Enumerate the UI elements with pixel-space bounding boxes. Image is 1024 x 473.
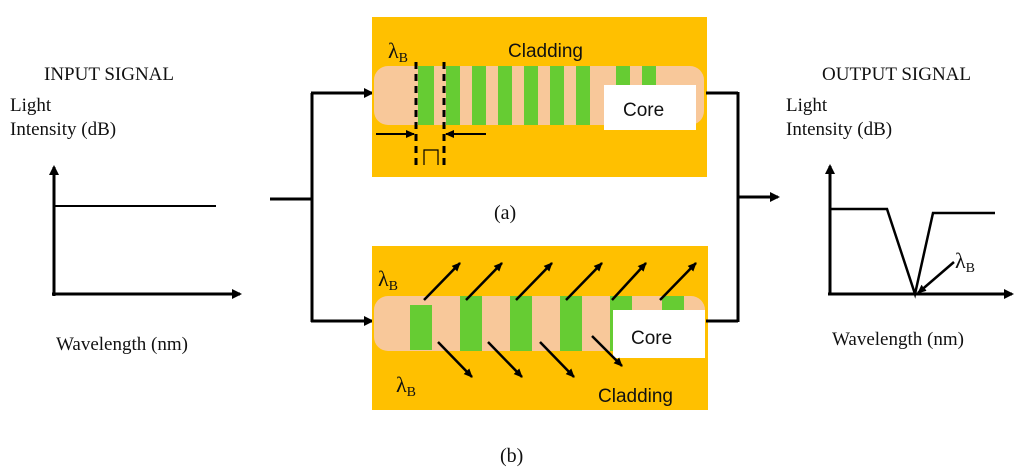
input-xlabel: Wavelength (nm) xyxy=(56,334,188,355)
fiber-b-lambda-b-bottom: λB xyxy=(396,372,416,400)
output-xlabel: Wavelength (nm) xyxy=(832,329,964,350)
fiber-b-lambda-b-top: λB xyxy=(378,266,398,294)
fiber-b-caption: (b) xyxy=(500,445,523,467)
output-signal-panel: OUTPUT SIGNAL Light Intensity (dB) λB Wa… xyxy=(786,64,1014,350)
scatter-arrow-up xyxy=(565,262,603,301)
output-lambda-b: λB xyxy=(955,248,975,276)
grating-band xyxy=(560,296,582,351)
output-signal-title: OUTPUT SIGNAL xyxy=(822,64,971,85)
grating-band xyxy=(498,66,512,125)
grating-band xyxy=(472,66,486,125)
fiber-b-core-label: Core xyxy=(631,328,672,349)
output-ylabel-line2: Intensity (dB) xyxy=(786,119,892,140)
input-ylabel-line2: Intensity (dB) xyxy=(10,119,116,140)
grating-band xyxy=(550,66,564,125)
input-ylabel-line1: Light xyxy=(10,95,52,116)
grating-band xyxy=(576,66,590,125)
fiber-b: Core Cladding λB λB (b) xyxy=(372,246,708,467)
fiber-a: Core Cladding λB (a) xyxy=(372,17,707,224)
scatter-arrow-up xyxy=(423,262,461,301)
output-spectrum-line xyxy=(830,207,995,299)
fiber-a-core-label: Core xyxy=(623,100,664,121)
output-lambda-b-pointer xyxy=(917,261,955,294)
fiber-b-cladding-label: Cladding xyxy=(598,386,673,407)
input-splitter xyxy=(270,88,374,326)
grating-band xyxy=(524,66,538,125)
scatter-arrow-down xyxy=(487,341,523,378)
scatter-arrow-up xyxy=(659,262,697,301)
grating-band xyxy=(418,66,434,125)
scatter-arrow-down xyxy=(591,335,623,367)
output-combiner xyxy=(706,91,780,323)
grating-band xyxy=(510,296,532,351)
fiber-a-core-label-box xyxy=(604,85,696,130)
input-signal-title: INPUT SIGNAL xyxy=(44,64,174,85)
scatter-arrow-down xyxy=(437,341,473,378)
fiber-a-cladding-label: Cladding xyxy=(508,41,583,62)
scatter-arrow-up xyxy=(611,262,647,301)
output-ylabel-line1: Light xyxy=(786,95,828,116)
scatter-arrow-up xyxy=(465,262,503,301)
grating-band xyxy=(460,296,482,351)
scatter-arrow-down xyxy=(539,341,575,378)
fiber-a-caption: (a) xyxy=(494,202,516,224)
grating-band xyxy=(446,66,460,125)
scatter-arrow-up xyxy=(515,262,553,301)
fiber-b-core-label-box xyxy=(613,310,705,358)
input-signal-panel: INPUT SIGNAL Light Intensity (dB) Wavele… xyxy=(10,64,242,355)
grating-band xyxy=(410,305,432,350)
fiber-a-lambda-b: λB xyxy=(388,38,408,66)
fiber-a-period-symbol xyxy=(423,149,439,165)
